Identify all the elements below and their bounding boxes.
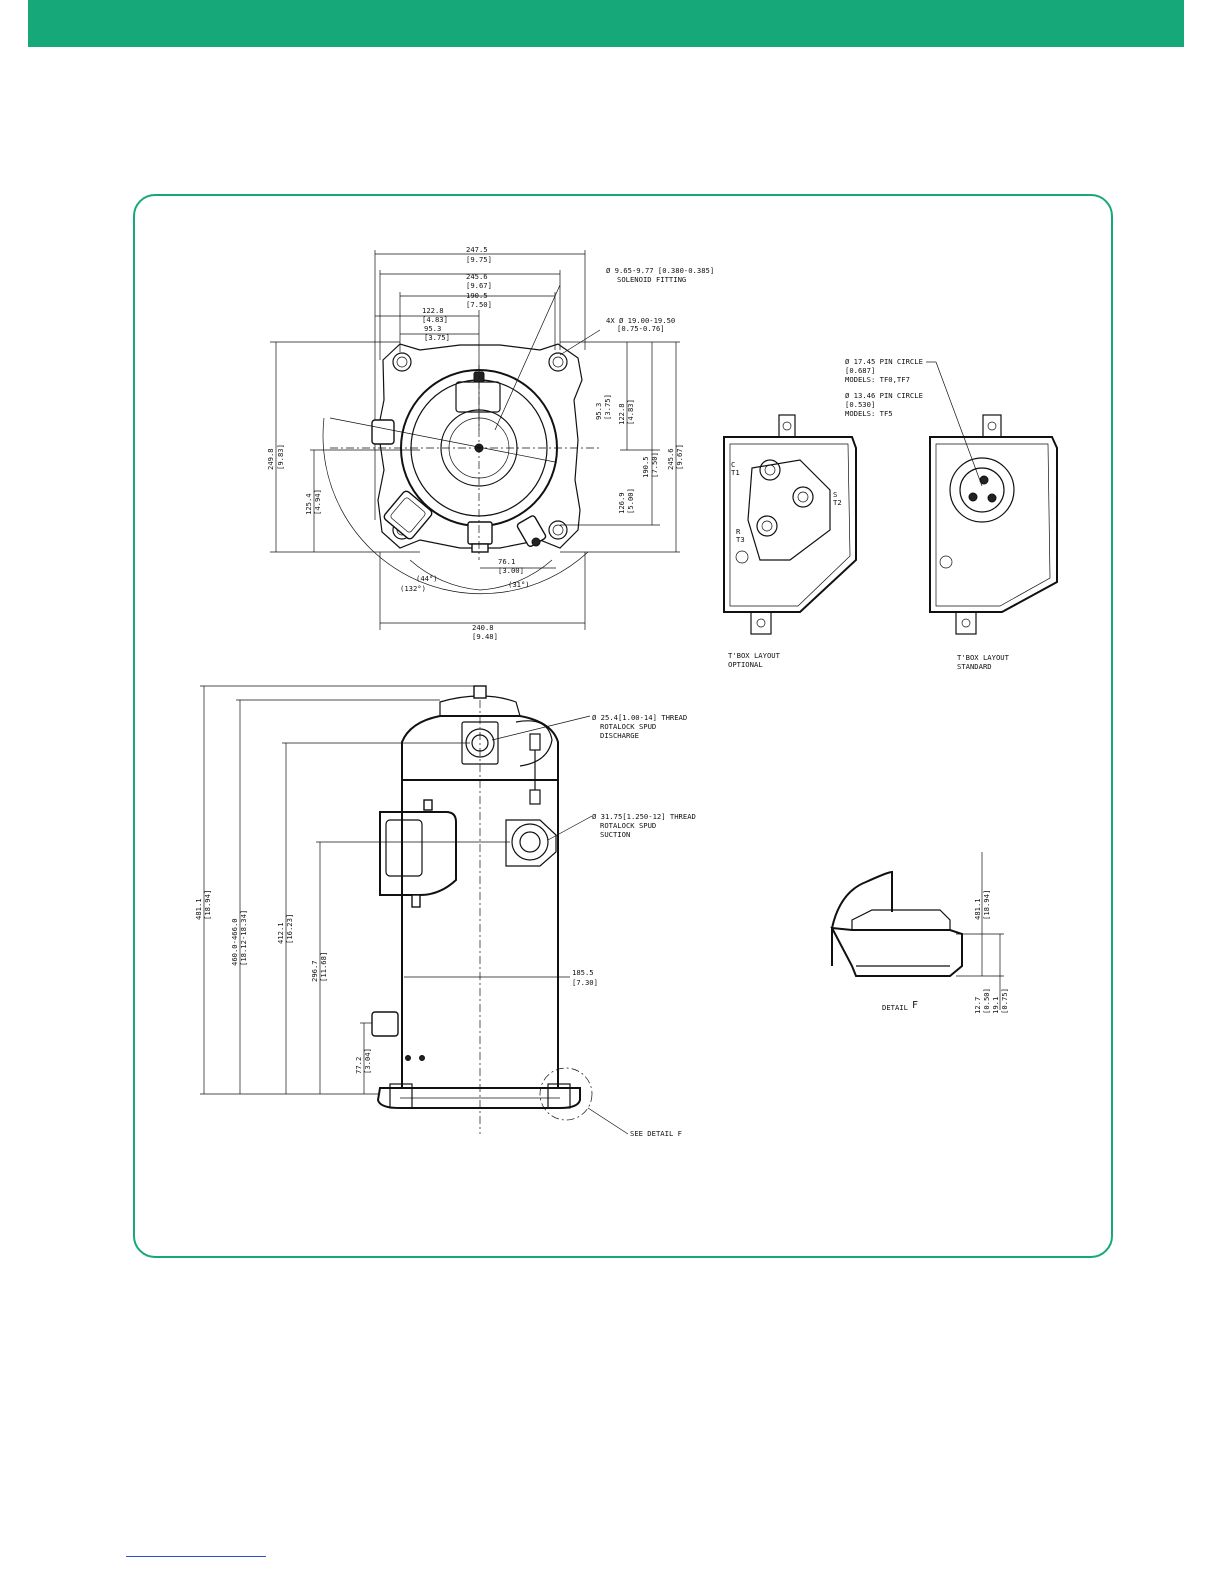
dim-bottom-1: 76.1 — [498, 557, 515, 566]
detail-f: DETAIL F 481.1 [18.94] 12.7 [0.50] 19.1 … — [830, 852, 1009, 1014]
dim-right-1-in: [3.75] — [603, 394, 612, 420]
detail-v2: 12.7 — [973, 997, 982, 1014]
dim-top-3: 190.5 — [466, 291, 488, 300]
dim-right-3-in: [5.00] — [626, 488, 635, 514]
detail-v3: 19.1 — [991, 997, 1000, 1014]
drawing-frame — [133, 194, 1113, 1258]
tbox-standard-label-2: STANDARD — [957, 662, 992, 671]
detail-v2-in: [0.50] — [982, 988, 991, 1014]
term-t2: T2 — [833, 498, 842, 507]
dim-bottom-1-in: [3.00] — [498, 566, 524, 575]
pin-circle-1-models: MODELS: TF0,TF7 — [845, 375, 910, 384]
detail-v1: 481.1 — [973, 898, 982, 920]
solenoid-callout-1: Ø 9.65-9.77 [0.380-0.385] — [606, 266, 714, 275]
dim-right-1: 95.3 — [594, 403, 603, 420]
tbox-optional-label-2: OPTIONAL — [728, 660, 763, 669]
dim-top-1: 247.5 — [466, 245, 488, 254]
dim-top-2-in: [9.67] — [466, 281, 492, 290]
dim-h5-in: [3.04] — [363, 1048, 372, 1074]
pin-circle-1-in: [0.687] — [845, 366, 875, 375]
dim-w1: 185.5 — [572, 968, 594, 977]
detail-letter: F — [912, 1000, 918, 1011]
discharge-callout-2: ROTALOCK SPUD — [600, 722, 656, 731]
pin-circle-2-in: [0.530] — [845, 400, 875, 409]
dim-right-2: 122.8 — [617, 403, 626, 425]
dim-bottom-2-in: [9.48] — [472, 632, 498, 641]
term-t3: T3 — [736, 535, 745, 544]
dim-bottom-2: 240.8 — [472, 623, 494, 632]
dim-h1: 481.1 — [194, 898, 203, 920]
solenoid-callout-2: SOLENOID FITTING — [617, 275, 686, 284]
dim-right-2-in: [4.83] — [626, 399, 635, 425]
pin-circle-2-models: MODELS: TF5 — [845, 409, 893, 418]
mount-callout-2: [0.75-0.76] — [617, 324, 665, 333]
angle-44: (44°) — [416, 574, 438, 583]
dim-w1-in: [7.30] — [572, 978, 598, 987]
term-t1: T1 — [731, 468, 740, 477]
dim-right-4-in: [7.50] — [650, 452, 659, 478]
detail-label: DETAIL — [882, 1003, 908, 1012]
see-detail: SEE DETAIL F — [630, 1129, 682, 1138]
dim-top-2: 245.6 — [466, 272, 488, 281]
dim-top-4: 122.8 — [422, 306, 444, 315]
tbox-standard: Ø 17.45 PIN CIRCLE [0.687] MODELS: TF0,T… — [845, 357, 1058, 671]
dim-left-2: 125.4 — [304, 493, 313, 515]
dim-right-5-in: [9.67] — [675, 444, 684, 470]
dim-h2-in: [18.12-18.34] — [239, 910, 248, 966]
dim-top-5: 95.3 — [424, 324, 441, 333]
suction-callout-1: Ø 31.75[1.250-12] THREAD — [592, 812, 696, 821]
discharge-callout-3: DISCHARGE — [600, 731, 639, 740]
tbox-optional-label-1: T'BOX LAYOUT — [728, 651, 781, 660]
discharge-callout-1: Ø 25.4[1.00-14] THREAD — [592, 713, 687, 722]
dim-left-2-in: [4.94] — [313, 489, 322, 515]
dim-top-1-in: [9.75] — [466, 255, 492, 264]
dim-h4: 296.7 — [310, 960, 319, 982]
pin-circle-1: Ø 17.45 PIN CIRCLE — [845, 357, 923, 366]
dim-h5: 77.2 — [354, 1057, 363, 1074]
dim-right-4: 190.5 — [641, 456, 650, 478]
term-r: R — [736, 527, 741, 536]
dim-h1-in: [18.94] — [203, 890, 212, 920]
header-bar — [28, 0, 1184, 47]
dim-left-1-in: [9.83] — [276, 444, 285, 470]
dim-h3-in: [16.23] — [285, 914, 294, 944]
footnote-rule — [126, 1556, 266, 1557]
dim-h4-in: [11.68] — [319, 952, 328, 982]
term-s: S — [833, 490, 837, 499]
tbox-standard-label-1: T'BOX LAYOUT — [957, 653, 1010, 662]
dim-right-5: 245.6 — [666, 448, 675, 470]
dim-right-3: 126.9 — [617, 492, 626, 514]
side-view: SEE DETAIL F 185.5 [7.30] Ø 25.4[1.00-14… — [194, 685, 696, 1138]
angle-31: (31°) — [508, 580, 530, 589]
suction-callout-3: SUCTION — [600, 830, 630, 839]
dim-h2: 460.0-466.0 — [230, 918, 239, 966]
pin-circle-2: Ø 13.46 PIN CIRCLE — [845, 391, 923, 400]
top-view: 247.5 [9.75] 245.6 [9.67] 190.5 [7.50] 1… — [266, 245, 714, 641]
detail-v3-in: [0.75] — [1000, 988, 1009, 1014]
dim-top-4-in: [4.83] — [422, 315, 448, 324]
detail-v1-in: [18.94] — [982, 890, 991, 920]
mount-callout-1: 4X Ø 19.00-19.50 — [606, 316, 675, 325]
term-c: C — [731, 460, 735, 469]
dim-top-5-in: [3.75] — [424, 333, 450, 342]
angle-132: (132°) — [400, 584, 426, 593]
suction-callout-2: ROTALOCK SPUD — [600, 821, 656, 830]
dim-left-1: 249.8 — [266, 448, 275, 470]
tbox-optional: C T1 S T2 R T3 T'BOX LAYOUT OPTIONAL — [723, 414, 857, 669]
dim-top-3-in: [7.50] — [466, 300, 492, 309]
dim-h3: 412.1 — [276, 922, 285, 944]
